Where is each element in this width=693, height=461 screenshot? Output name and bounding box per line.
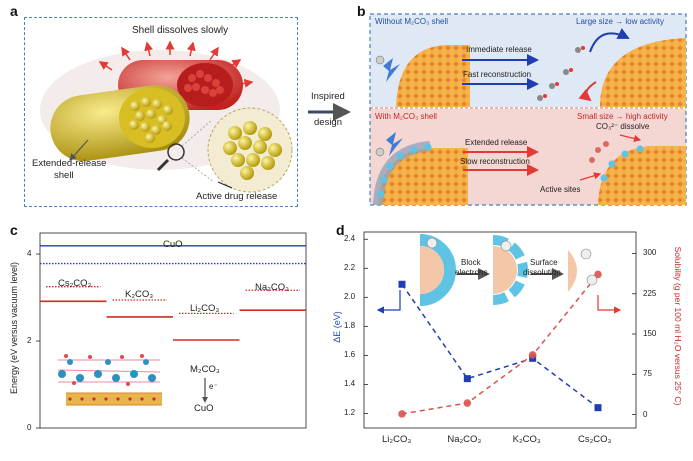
solubility-point	[594, 270, 602, 279]
without-shell-label: Without M₂CO₃ shell	[375, 17, 449, 26]
right-tick-label: 225	[643, 288, 657, 298]
left-tick-label: 1.2	[344, 408, 356, 418]
solubility-point	[398, 410, 406, 418]
block-label: Block	[461, 258, 481, 267]
extended-release-label: Extended-release	[32, 158, 107, 169]
small-size-label: Small size → high activity	[577, 112, 668, 121]
electrons-label: electrons	[455, 268, 488, 277]
left-tick-label: 2.2	[344, 263, 356, 273]
surface-label: Surface	[530, 258, 558, 267]
inspired-label: Inspired	[311, 91, 345, 102]
na2co3-label: Na₂CO₃	[255, 282, 289, 293]
extended-release-b-label: Extended release	[465, 138, 528, 147]
li2co3-label: Li₂CO₃	[190, 303, 220, 314]
left-tick-label: 1.8	[344, 321, 356, 331]
panel-d-ylabel-left: ΔE (eV)	[331, 311, 342, 343]
right-tick-label: 0	[643, 409, 648, 419]
delta-e-point	[398, 280, 406, 288]
panel-c-ylabel: Energy (eV versus vacuum level)	[9, 261, 19, 395]
delta-e-point	[463, 375, 471, 383]
category-label: Li₂CO₃	[382, 434, 412, 445]
dissolution-label: dissolution	[523, 268, 561, 277]
delta-e-point	[594, 404, 602, 412]
panel-c-tick-4: 4	[27, 249, 32, 258]
slow-reconstruction-label: Slow reconstruction	[460, 157, 530, 166]
category-label: Cs₂CO₃	[578, 434, 612, 445]
shell-dissolves-label: Shell dissolves slowly	[132, 25, 229, 36]
cuo-label: CuO	[163, 239, 183, 250]
right-tick-label: 75	[643, 369, 652, 379]
active-release-label: Active drug release	[196, 191, 278, 202]
panel-d-ylabel-right: Solubility (g per 100 ml H₂O versus 25° …	[673, 246, 683, 406]
m2co3-label: M₂CO₃	[190, 364, 220, 375]
right-tick-label: 300	[643, 248, 657, 258]
left-tick-label: 2.0	[344, 292, 356, 302]
panel-c-tick-0: 0	[27, 423, 32, 432]
cuo-bottom-label: CuO	[194, 403, 214, 414]
left-tick-label: 1.6	[344, 350, 356, 360]
panel-d-letter: d	[336, 222, 345, 238]
right-tick-label: 150	[643, 329, 657, 339]
left-tick-label: 2.4	[344, 234, 356, 244]
design-label: design	[314, 117, 342, 128]
panel-c-tick-2: 2	[27, 336, 32, 345]
with-shell-label: With M₂CO₃ shell	[375, 112, 437, 121]
immediate-release-label: Immediate release	[466, 45, 532, 54]
fast-reconstruction-label: Fast reconstruction	[463, 70, 532, 79]
series-line-1	[401, 273, 599, 415]
panel-a-frame	[24, 17, 298, 207]
category-label: Na₂CO₃	[447, 434, 482, 445]
panel-a-letter: a	[10, 3, 18, 19]
category-label: K₂CO₃	[512, 434, 541, 445]
shell-label: shell	[54, 170, 74, 181]
co3-dissolve-label: CO₃²⁻ dissolve	[596, 122, 650, 131]
solubility-point	[528, 351, 537, 359]
series-line-0	[401, 283, 599, 409]
active-sites-label: Active sites	[540, 185, 581, 194]
electron-label: e⁻	[209, 382, 218, 391]
solubility-point	[463, 399, 472, 407]
cs2co3-label: Cs₂CO₃	[58, 278, 92, 289]
k2co3-label: K₂CO₃	[125, 289, 154, 300]
left-tick-label: 1.4	[344, 379, 356, 389]
panel-b-letter: b	[357, 3, 366, 19]
large-size-label: Large size → low activity	[576, 17, 665, 26]
panel-c-letter: c	[10, 222, 18, 238]
delta-e-point	[529, 354, 537, 362]
